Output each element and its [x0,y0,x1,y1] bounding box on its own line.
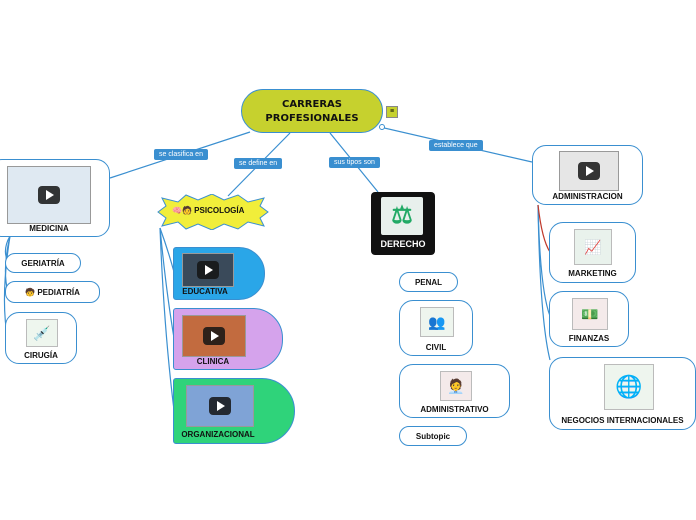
derecho-label: DERECHO [380,239,426,249]
marketing-label: MARKETING [568,269,617,278]
video-thumbnail[interactable] [7,166,91,224]
organizacional-label: ORGANIZACIONAL [181,430,255,439]
medicina-label: MEDICINA [29,224,69,233]
person-icon: 🧑 [181,206,192,215]
administracion-label: ADMINISTRACION [552,192,623,201]
central-title-line1: CARRERAS [282,99,342,110]
play-icon[interactable] [38,186,60,204]
play-icon[interactable] [197,261,219,279]
pediatria-node[interactable]: 🧒 PEDIATRÍA [5,281,100,303]
subtopic-label: Subtopic [415,432,451,441]
educativa-label: EDUCATIVA [182,287,228,296]
cirugia-label: CIRUGÍA [24,351,58,360]
play-icon[interactable] [209,397,231,415]
globe-search-icon: 🌐 [604,364,654,410]
medicina-node[interactable]: MEDICINA [0,159,110,237]
video-thumbnail[interactable] [182,315,246,357]
derecho-node[interactable]: ⚖ DERECHO [371,192,435,255]
administrativo-node[interactable]: 🧑‍💼 ADMINISTRATIVO [399,364,510,418]
baby-icon: 🧒 [25,288,36,297]
cirugia-node[interactable]: 💉 CIRUGÍA [5,312,77,364]
organizacional-node[interactable]: ORGANIZACIONAL [173,378,295,444]
penal-node[interactable]: PENAL [399,272,458,292]
menu-icon[interactable]: ≡ [386,106,398,118]
link-label-define: se define en [234,158,283,169]
geriatria-node[interactable]: GERIATRÍA [5,253,81,273]
administrativo-label: ADMINISTRATIVO [420,405,489,414]
finanzas-node[interactable]: 💵 FINANZAS [549,291,629,347]
money-icon: 💵 [572,298,608,330]
psicologia-label: PSICOLOGÍA [194,206,245,215]
syringe-icon: 💉 [26,319,58,347]
civil-node[interactable]: 👥 CIVIL [399,300,473,356]
penal-label: PENAL [414,278,443,287]
subtopic-node[interactable]: Subtopic [399,426,467,446]
psicologia-label-box: 🧠🧑 PSICOLOGÍA [172,206,262,218]
scale-icon: ⚖ [381,197,423,235]
negocios-node[interactable]: 🌐 NEGOCIOS INTERNACIONALES [549,357,696,430]
link-label-establece: establece que [429,140,483,151]
play-icon[interactable] [578,162,600,180]
video-thumbnail[interactable] [186,385,254,427]
negocios-label: NEGOCIOS INTERNACIONALES [561,416,684,425]
clinica-node[interactable]: CLINICA [173,308,283,370]
pediatria-label: PEDIATRÍA [37,288,80,297]
people-icon: 👥 [420,307,454,337]
play-icon[interactable] [203,327,225,345]
educativa-node[interactable]: EDUCATIVA [173,247,265,300]
desk-worker-icon: 🧑‍💼 [440,371,472,401]
video-thumbnail[interactable] [182,253,234,287]
link-label-tipos: sus tipos son [329,157,380,168]
central-topic[interactable]: CARRERAS PROFESIONALES [241,89,383,133]
video-thumbnail[interactable] [559,151,619,191]
psicologia-burst[interactable] [156,194,270,230]
civil-label: CIVIL [425,343,447,352]
central-title-line2: PROFESIONALES [265,113,359,124]
administracion-node[interactable]: ADMINISTRACION [532,145,643,205]
marketing-icon: 📈 [574,229,612,265]
marketing-node[interactable]: 📈 MARKETING [549,222,636,283]
finanzas-label: FINANZAS [568,334,610,343]
clinica-label: CLINICA [196,357,230,366]
link-label-clasifica: se clasifica en [154,149,208,160]
geriatria-label: GERIATRÍA [21,259,65,268]
brain-icon: 🧠 [172,206,182,215]
